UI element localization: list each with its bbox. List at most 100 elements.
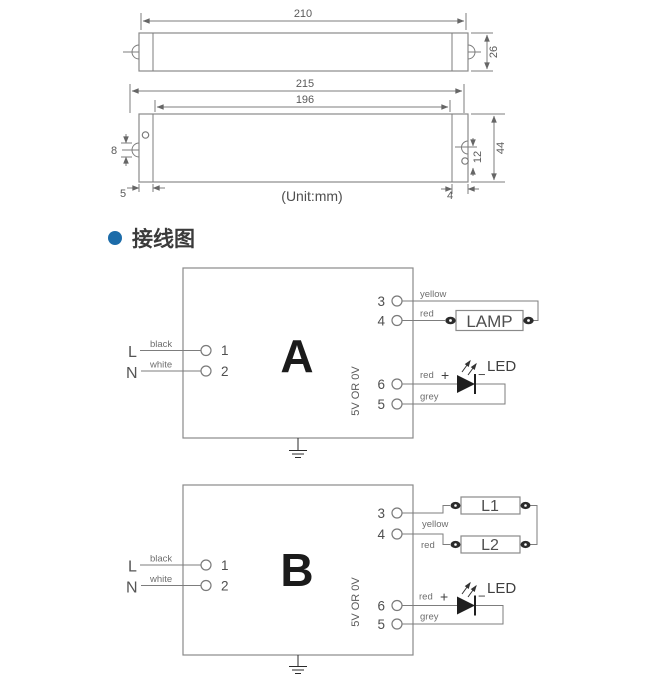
dim-196: 196 — [154, 94, 451, 112]
led-grey-label: grey — [420, 392, 439, 403]
dim-44-label: 44 — [495, 142, 507, 154]
live-wire-color: black — [150, 554, 172, 565]
neutral-wire-color: white — [149, 574, 172, 585]
top-view-extension-lines — [140, 13, 467, 30]
terminal-3-label: 3 — [377, 506, 385, 521]
dim-196-label: 196 — [296, 94, 314, 106]
section-title: 接线图 — [132, 227, 195, 251]
dim-12: 12 — [470, 138, 484, 176]
led-diode-icon — [457, 359, 477, 394]
driver-box-a — [182, 267, 414, 439]
top-view-body — [138, 32, 469, 72]
terminal-4-label: 4 — [377, 527, 385, 542]
dim-4-label: 4 — [447, 190, 453, 202]
terminal-6-label: 6 — [377, 599, 385, 614]
dim-8-label: 8 — [111, 145, 117, 157]
dim-26-label: 26 — [488, 46, 500, 58]
left-mounting-ear — [123, 44, 140, 60]
yellow-wire-label: yellow — [422, 519, 449, 530]
wiring-diagram-b: B 1 2 L N black white 3 4 — [126, 484, 538, 674]
led-red-label: red — [419, 592, 433, 603]
terminal-6 — [391, 378, 403, 390]
lamp1-symbol — [460, 496, 521, 515]
terminal-2-label: 2 — [221, 579, 229, 594]
led-plus-sign: + — [441, 367, 449, 383]
terminal-6 — [391, 599, 403, 612]
neutral-label: N — [126, 580, 138, 597]
lamp-pin-icon — [523, 316, 534, 325]
led-output-b: 5V OR 0V 6 5 red grey + − LED — [350, 577, 516, 632]
live-label: L — [128, 344, 137, 361]
unit-note: (Unit:mm) — [281, 188, 342, 204]
neutral-label: N — [126, 365, 138, 382]
terminal-1 — [200, 559, 212, 571]
led-grey-wire — [402, 605, 504, 625]
input-wiring-a: 1 2 L N black white — [126, 339, 229, 382]
dim-215: 215 — [129, 78, 465, 113]
dim-215-label: 215 — [296, 78, 314, 90]
terminal-2-label: 2 — [221, 364, 229, 379]
diagram-b-title: B — [280, 544, 313, 596]
led-plus-sign: + — [440, 589, 448, 605]
terminal-2 — [200, 365, 212, 377]
live-label: L — [128, 559, 137, 576]
live-wire-color: black — [150, 339, 172, 350]
diagram-a-title: A — [280, 330, 313, 382]
red-wire — [402, 533, 450, 545]
lamp-pin-icon — [520, 501, 531, 510]
dim-26: 26 — [471, 32, 500, 72]
right-mounting-ear — [467, 44, 481, 60]
terminal-1 — [200, 344, 212, 357]
terminal-3-label: 3 — [377, 294, 385, 309]
terminal-4 — [391, 314, 403, 327]
lamp-output-b: 3 4 yellow red L1 L2 — [377, 496, 538, 554]
terminal-3 — [391, 507, 403, 519]
front-view-end-caps — [152, 114, 453, 182]
lamp1-label: L1 — [481, 498, 499, 515]
led-minus-sign: − — [478, 367, 486, 382]
dim-44: 44 — [471, 113, 507, 183]
terminal-2 — [200, 579, 212, 592]
dim-5-label: 5 — [120, 188, 126, 200]
terminal-5 — [391, 618, 403, 630]
yellow-wire-label: yellow — [420, 289, 447, 300]
led-grey-wire — [402, 383, 506, 405]
neutral-wire-color: white — [149, 360, 172, 371]
red-wire-label: red — [421, 540, 435, 551]
lamp2-symbol — [460, 535, 521, 554]
led-output-a: 5V OR 0V 6 5 red grey + − LED — [350, 358, 516, 416]
wiring-diagram-a: A 1 2 L N black white 3 4 — [126, 267, 539, 458]
right-mounting-slot — [455, 140, 477, 155]
right-mounting-hole — [461, 157, 469, 165]
lamp-link-wire — [530, 505, 538, 545]
input-wiring-b: 1 2 L N black white — [126, 554, 229, 597]
led-label-a: LED — [487, 358, 516, 375]
front-view: 215 196 8 — [111, 78, 507, 204]
lamp-pin-icon — [450, 501, 461, 510]
terminal-1-label: 1 — [221, 558, 229, 573]
lamp-label: LAMP — [466, 312, 512, 331]
dimension-drawings: 210 26 — [111, 8, 507, 204]
front-view-body — [138, 113, 469, 183]
led-diode-icon — [457, 581, 477, 616]
top-view: 210 26 — [123, 8, 500, 72]
terminal-5-label: 5 — [377, 617, 385, 632]
bullet-icon — [108, 231, 122, 245]
led-red-label: red — [420, 370, 434, 381]
driver-box-b — [182, 484, 414, 656]
terminal-4-label: 4 — [377, 314, 385, 329]
left-mounting-hole — [141, 131, 150, 139]
lamp-output-a: 3 4 yellow red LAMP — [377, 289, 539, 332]
terminal-4 — [391, 528, 403, 540]
dim-12-label: 12 — [472, 151, 484, 163]
left-mounting-slot — [122, 142, 140, 158]
dim-210-label: 210 — [294, 8, 312, 20]
dim-4: 4 — [441, 184, 479, 202]
yellow-wire — [402, 300, 539, 321]
yellow-wire — [402, 505, 450, 514]
red-wire-label: red — [420, 309, 434, 320]
voltage-note-b: 5V OR 0V — [350, 577, 362, 627]
terminal-5 — [391, 398, 403, 410]
